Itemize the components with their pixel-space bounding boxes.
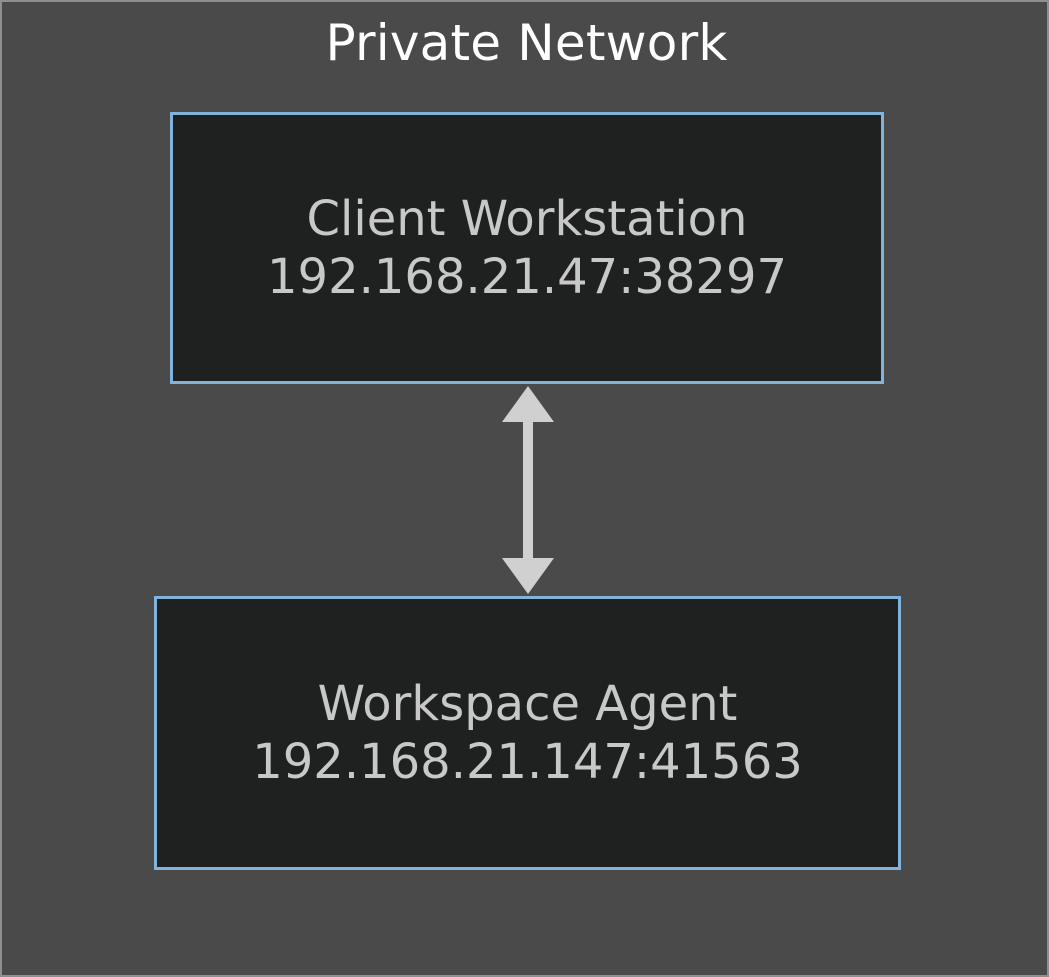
- node-client-workstation[interactable]: Client Workstation 192.168.21.47:38297: [170, 112, 884, 384]
- node-workspace-agent-label: Workspace Agent: [317, 676, 738, 732]
- arrow-head-up: [502, 386, 554, 422]
- bidirectional-arrow-icon: [502, 386, 554, 594]
- node-workspace-agent[interactable]: Workspace Agent 192.168.21.147:41563: [154, 596, 901, 870]
- node-client-workstation-label: Client Workstation: [306, 191, 748, 247]
- arrow-shaft: [523, 420, 533, 560]
- node-client-workstation-address: 192.168.21.47:38297: [266, 249, 788, 305]
- arrow-head-down: [502, 558, 554, 594]
- cluster-title: Private Network: [325, 14, 728, 72]
- node-workspace-agent-address: 192.168.21.147:41563: [252, 734, 803, 790]
